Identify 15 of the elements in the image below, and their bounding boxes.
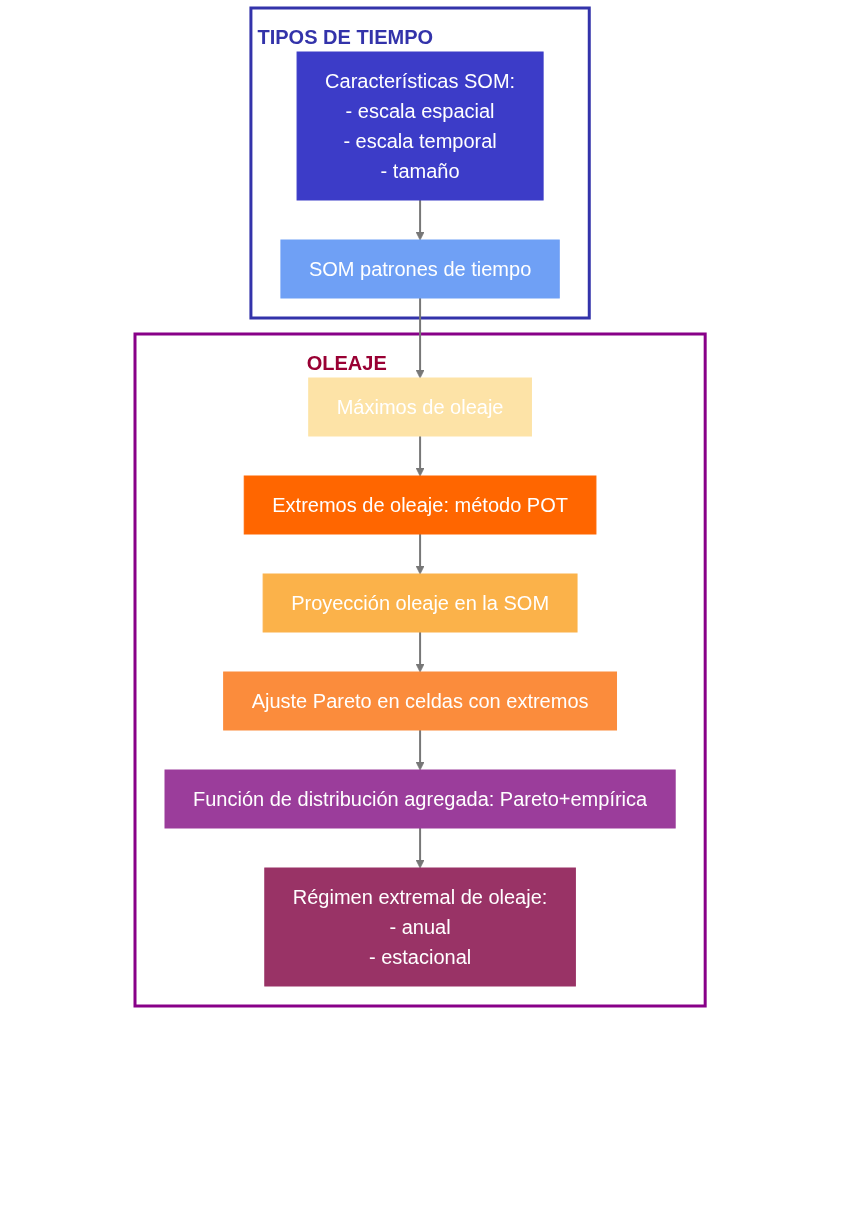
node-box: Extremos de oleaje: método POT — [244, 475, 597, 535]
arrow — [416, 729, 425, 771]
node-box: Ajuste Pareto en celdas con extremos — [223, 671, 618, 731]
arrow — [416, 533, 425, 575]
arrow — [416, 297, 425, 379]
node-box: Función de distribución agregada: Pareto+empírica — [164, 769, 677, 829]
node-box: Máximos de oleaje — [308, 377, 533, 437]
node-box: SOM patrones de tiempo — [280, 239, 561, 299]
arrow — [416, 199, 425, 241]
node-box: Proyección oleaje en la SOM — [263, 573, 578, 633]
node-box: Características SOM: - escala espacial - escala temporal - tamaño — [296, 51, 544, 201]
node-box: Régimen extremal de oleaje: - anual - estacional — [264, 867, 577, 987]
arrow — [416, 631, 425, 673]
arrow — [416, 435, 425, 477]
arrow — [416, 827, 425, 869]
